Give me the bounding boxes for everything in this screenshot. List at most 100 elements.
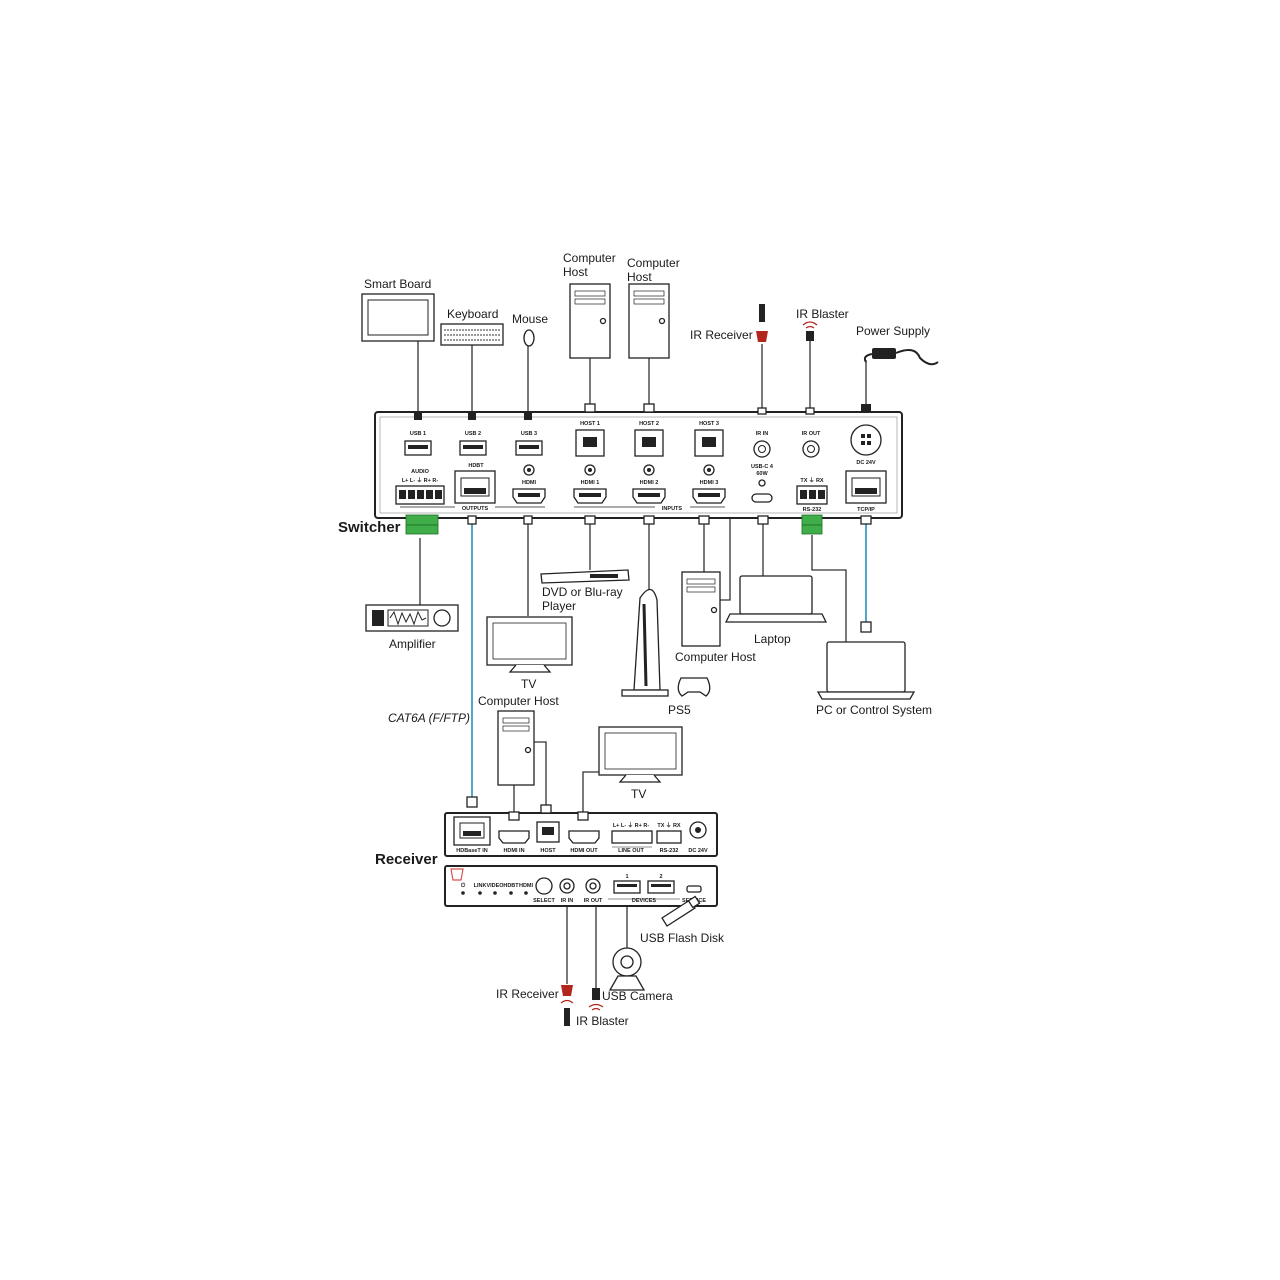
svg-text:HOST 1: HOST 1 bbox=[580, 421, 600, 427]
svg-text:Computer Host: Computer Host bbox=[675, 650, 756, 664]
svg-text:HDBT: HDBT bbox=[503, 883, 519, 889]
svg-text:RS-232: RS-232 bbox=[803, 507, 822, 513]
svg-text:HOST 3: HOST 3 bbox=[699, 421, 719, 427]
svg-text:PS5: PS5 bbox=[668, 703, 691, 717]
hdmi-out-port: HDMI bbox=[512, 464, 546, 504]
host1-port: HOST 1 bbox=[575, 421, 605, 457]
computer-host-rx: Computer Host bbox=[478, 694, 559, 786]
svg-text:IR Receiver: IR Receiver bbox=[496, 987, 559, 1001]
svg-text:HDMI 1: HDMI 1 bbox=[581, 480, 600, 486]
usb2-port: USB 2 bbox=[459, 431, 487, 456]
usb1-port: USB 1 bbox=[404, 431, 432, 456]
ir-blaster-top: IR Blaster bbox=[796, 307, 849, 341]
ir-receiver-top: IR Receiver bbox=[690, 304, 768, 342]
svg-text:HDMI: HDMI bbox=[519, 883, 534, 889]
svg-text:Power Supply: Power Supply bbox=[856, 324, 930, 338]
rx-ir-out-port: IR OUT bbox=[584, 878, 603, 904]
svg-text:IR Receiver: IR Receiver bbox=[690, 328, 753, 342]
rx-host-port: HOST bbox=[536, 821, 560, 854]
rx-led-indicators: ⏻ LINK VIDEO HDBT HDMI bbox=[461, 882, 534, 895]
ps5-console: PS5 bbox=[621, 588, 711, 717]
tcpip-port: TCP/IP bbox=[845, 470, 887, 513]
host2-port: HOST 2 bbox=[634, 421, 664, 457]
svg-text:USB 2: USB 2 bbox=[465, 431, 481, 437]
svg-text:HDMI OUT: HDMI OUT bbox=[570, 848, 598, 854]
svg-text:IR IN: IR IN bbox=[561, 898, 574, 904]
ir-in-port: IR IN bbox=[753, 431, 771, 458]
receiver-label: Receiver bbox=[375, 851, 438, 868]
power-supply: Power Supply bbox=[856, 324, 939, 366]
svg-text:HDBT: HDBT bbox=[468, 463, 484, 469]
svg-text:Amplifier: Amplifier bbox=[389, 637, 436, 651]
switcher-unit: Switcher USB 1 USB 2 USB 3 HOST 1 HOST 2… bbox=[338, 411, 903, 536]
tv-receiver: TV bbox=[598, 726, 683, 801]
svg-text:Host: Host bbox=[563, 265, 588, 279]
svg-text:USB 1: USB 1 bbox=[410, 431, 426, 437]
ir-out-port: IR OUT bbox=[802, 431, 821, 458]
keyboard: Keyboard bbox=[440, 307, 504, 346]
rx-select-button[interactable]: SELECT bbox=[533, 877, 555, 904]
svg-text:HDMI 2: HDMI 2 bbox=[640, 480, 659, 486]
svg-text:USB-C 4: USB-C 4 bbox=[751, 464, 774, 470]
svg-text:L+ L- ⏚ R+ R-: L+ L- ⏚ R+ R- bbox=[613, 822, 650, 829]
svg-text:60W: 60W bbox=[756, 471, 768, 477]
svg-text:HDMI 3: HDMI 3 bbox=[700, 480, 719, 486]
usbc-port: USB-C 4 60W bbox=[751, 464, 774, 503]
svg-text:RS-232: RS-232 bbox=[660, 848, 679, 854]
cable-connectors bbox=[414, 403, 872, 821]
svg-text:DEVICES: DEVICES bbox=[632, 898, 656, 904]
receiver-unit: Receiver HDBaseT IN HDMI IN HOST HDMI OU… bbox=[375, 812, 718, 907]
svg-text:HDMI IN: HDMI IN bbox=[503, 848, 524, 854]
laptop: Laptop bbox=[724, 575, 828, 646]
svg-text:2: 2 bbox=[659, 874, 662, 880]
ir-blaster-rx: IR Blaster bbox=[576, 988, 629, 1028]
svg-text:HOST 2: HOST 2 bbox=[639, 421, 659, 427]
audio-terminal: AUDIO L+ L- ⏚ R+ R- bbox=[395, 469, 445, 505]
inputs-label: INPUTS bbox=[662, 506, 683, 512]
svg-text:DVD or Blu-ray: DVD or Blu-ray bbox=[542, 585, 623, 599]
host3-port: HOST 3 bbox=[694, 421, 724, 457]
ir-receiver-rx: IR Receiver bbox=[496, 985, 574, 1026]
rx-hdmi-in-port: HDMI IN bbox=[498, 830, 530, 854]
hdmi3-port: HDMI 3 bbox=[692, 464, 726, 504]
svg-text:HDMI: HDMI bbox=[522, 480, 537, 486]
smart-board: Smart Board bbox=[361, 277, 435, 342]
cable-label: CAT6A (F/FTP) bbox=[388, 711, 470, 725]
hdmi2-port: HDMI 2 bbox=[632, 464, 666, 504]
svg-text:USB Camera: USB Camera bbox=[602, 989, 673, 1003]
svg-text:IR IN: IR IN bbox=[756, 431, 769, 437]
svg-text:USB Flash Disk: USB Flash Disk bbox=[640, 931, 725, 945]
svg-text:⏻: ⏻ bbox=[461, 882, 466, 889]
svg-text:Player: Player bbox=[542, 599, 576, 613]
svg-text:Smart Board: Smart Board bbox=[364, 277, 431, 291]
computer-host-top-2: Computer Host bbox=[627, 256, 680, 359]
brand-logo-icon bbox=[450, 868, 464, 881]
svg-text:VIDEO: VIDEO bbox=[486, 883, 504, 889]
amplifier: Amplifier bbox=[365, 604, 459, 651]
rx-dc-port: DC 24V bbox=[688, 821, 708, 854]
svg-text:AUDIO: AUDIO bbox=[411, 469, 429, 475]
svg-text:1: 1 bbox=[625, 874, 628, 880]
rx-line-out-terminal: L+ L- ⏚ R+ R- LINE OUT bbox=[611, 822, 653, 854]
svg-text:Computer: Computer bbox=[563, 251, 616, 265]
mouse: Mouse bbox=[512, 312, 548, 347]
rx-device-usb-ports: 1 2 DEVICES bbox=[608, 874, 680, 904]
svg-text:SELECT: SELECT bbox=[533, 898, 555, 904]
dvd-player: DVD or Blu-ray Player bbox=[540, 569, 630, 613]
svg-text:Mouse: Mouse bbox=[512, 312, 548, 326]
svg-text:IR OUT: IR OUT bbox=[802, 431, 821, 437]
usb-camera: USB Camera bbox=[602, 947, 673, 1003]
svg-text:HOST: HOST bbox=[540, 848, 556, 854]
svg-text:DC 24V: DC 24V bbox=[688, 848, 708, 854]
svg-text:TCP/IP: TCP/IP bbox=[857, 507, 875, 513]
dc-power-port: DC 24V bbox=[850, 424, 882, 466]
rx-rs232-terminal: TX ⏚ RX RS-232 bbox=[656, 822, 682, 854]
usb-flash-disk: USB Flash Disk bbox=[640, 895, 725, 945]
svg-text:Computer Host: Computer Host bbox=[478, 694, 559, 708]
svg-text:USB 3: USB 3 bbox=[521, 431, 537, 437]
svg-text:DC 24V: DC 24V bbox=[856, 460, 876, 466]
svg-text:L+ L- ⏚ R+ R-: L+ L- ⏚ R+ R- bbox=[402, 477, 439, 484]
switcher-label: Switcher bbox=[338, 519, 401, 536]
outputs-label: OUTPUTS bbox=[462, 506, 489, 512]
